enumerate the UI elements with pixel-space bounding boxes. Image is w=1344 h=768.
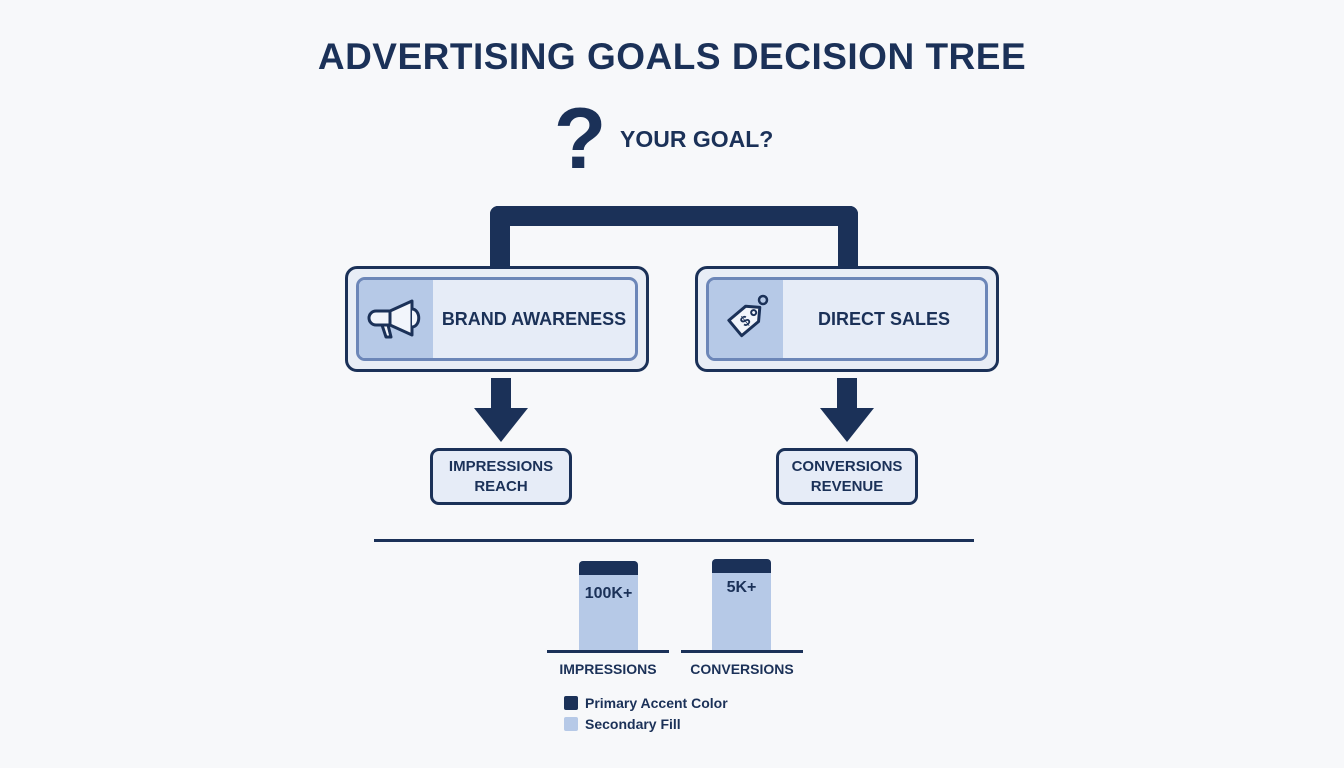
price-tag-icon: $ — [727, 294, 769, 338]
bar-impressions: 100K+ — [579, 561, 638, 651]
question-mark-icon: ? — [553, 91, 607, 187]
metric-box-awareness: IMPRESSIONS REACH — [430, 448, 572, 505]
bar-label: CONVERSIONS — [690, 661, 794, 677]
metric-box-sales: CONVERSIONS REVENUE — [776, 448, 918, 505]
baseline-conversions — [681, 650, 803, 653]
swatch-primary — [564, 696, 578, 710]
goal-card-brand-awareness: BRAND AWARENESS — [345, 266, 649, 372]
bar-label: IMPRESSIONS — [559, 661, 657, 677]
down-arrow-left-icon — [474, 378, 528, 442]
metric-line: REACH — [474, 477, 528, 495]
metric-line: REVENUE — [810, 477, 884, 495]
metric-line: CONVERSIONS — [791, 457, 903, 475]
legend-item-primary: Primary Accent Color — [564, 695, 728, 711]
page-title: ADVERTISING GOALS DECISION TREE — [317, 36, 1027, 77]
goal-label: BRAND AWARENESS — [441, 308, 627, 329]
legend: Primary Accent Color Secondary Fill — [564, 695, 728, 732]
bar-value: 100K+ — [584, 585, 633, 602]
metric-line: IMPRESSIONS — [448, 457, 554, 475]
legend-label: Secondary Fill — [585, 716, 681, 732]
legend-label: Primary Accent Color — [585, 695, 728, 711]
down-arrow-right-icon — [820, 378, 874, 442]
legend-item-secondary: Secondary Fill — [564, 716, 728, 732]
swatch-secondary — [564, 717, 578, 731]
goal-question: YOUR GOAL? — [620, 126, 774, 152]
bar-value: 5K+ — [726, 579, 757, 596]
section-divider — [374, 539, 974, 542]
goal-card-direct-sales: $ DIRECT SALES — [695, 266, 999, 372]
bar-conversions: 5K+ — [712, 559, 771, 651]
goal-label: DIRECT SALES — [817, 308, 950, 329]
baseline-impressions — [547, 650, 669, 653]
megaphone-icon — [367, 299, 421, 339]
branch-connector — [490, 206, 858, 268]
